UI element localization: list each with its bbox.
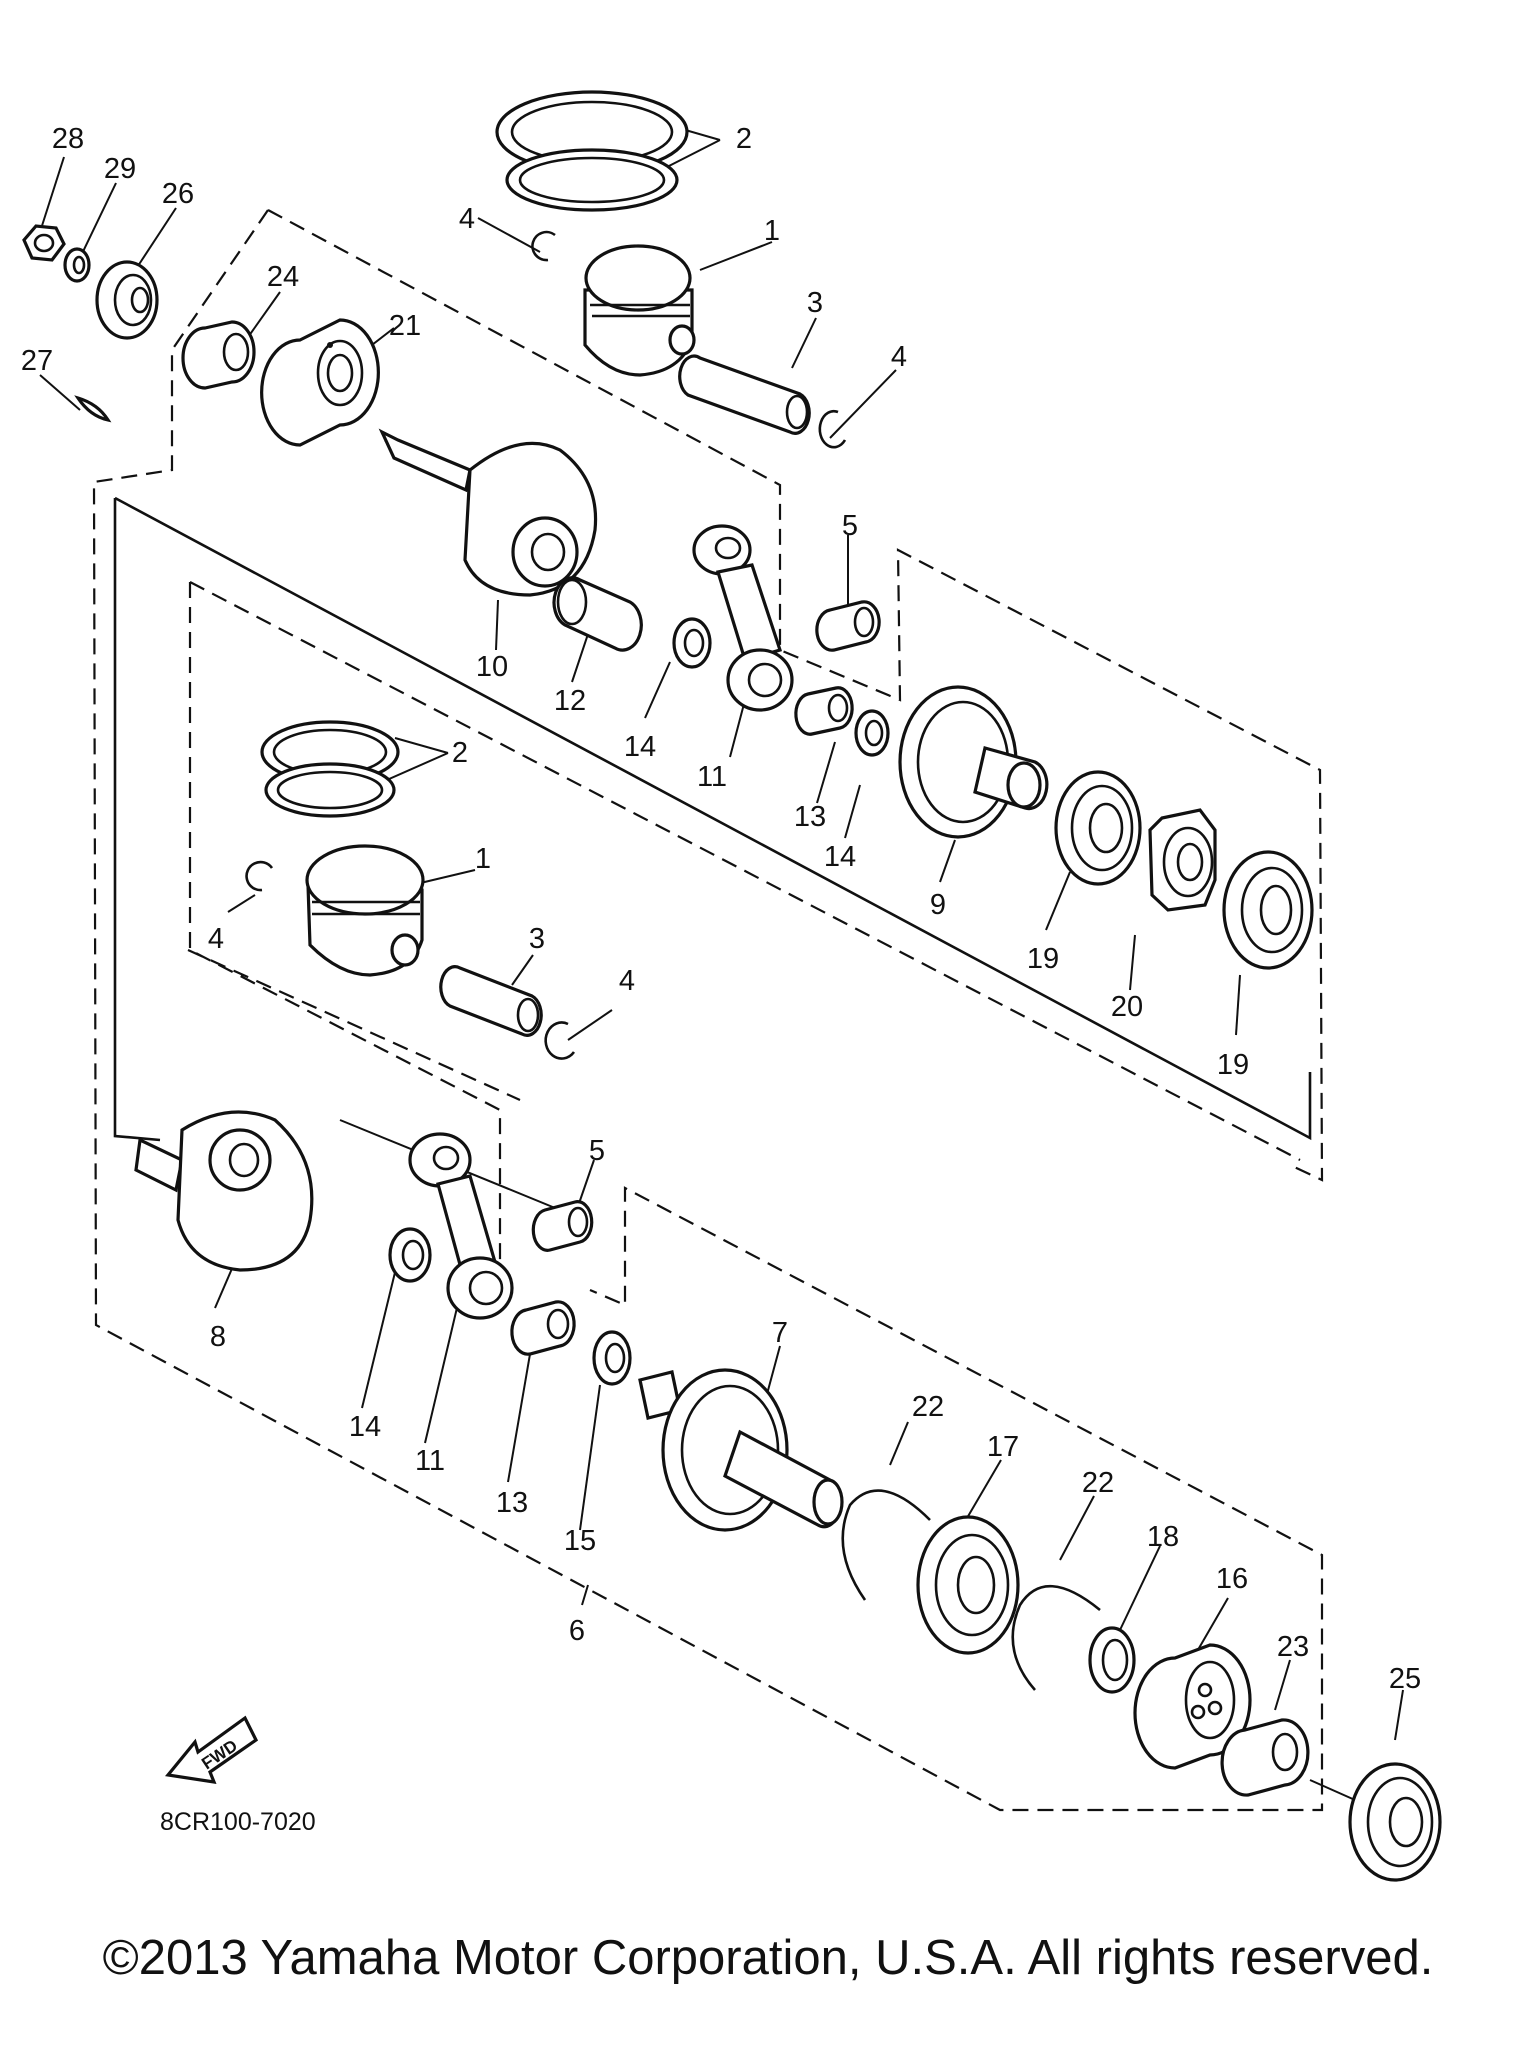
crank-left-8 — [134, 1110, 314, 1272]
drawing-code: 8CR100-7020 — [160, 1808, 316, 1836]
callout-labels: 28 29 26 24 21 27 2 4 1 3 4 5 10 12 14 1… — [21, 123, 1421, 1695]
callout-16: 16 — [1216, 1563, 1248, 1595]
callout-13-lower: 13 — [496, 1487, 528, 1519]
woodruff-key-27 — [74, 395, 112, 423]
crank-solid-boundary — [113, 496, 1312, 1142]
piston-ring-2-lower — [260, 720, 400, 818]
collar-24 — [181, 320, 256, 390]
circlip-4-lower-b — [544, 1021, 576, 1060]
circlip-4-lower-a — [245, 860, 274, 892]
circlip-22-b — [1011, 1584, 1101, 1691]
callout-13-upper: 13 — [794, 801, 826, 833]
callout-20: 20 — [1111, 991, 1143, 1023]
bearing-13-lower — [510, 1300, 576, 1356]
callout-23: 23 — [1277, 1631, 1309, 1663]
callout-24: 24 — [267, 261, 299, 293]
callout-10: 10 — [476, 651, 508, 683]
labyrinth-seal-20 — [1148, 808, 1217, 912]
callout-18: 18 — [1147, 1521, 1179, 1553]
callout-4-upper-a: 4 — [459, 203, 475, 235]
callout-17: 17 — [987, 1431, 1019, 1463]
bearing-5-lower — [531, 1200, 594, 1252]
piston-pin-3-upper — [678, 354, 811, 435]
callout-22-b: 22 — [1082, 1467, 1114, 1499]
callout-4-lower-b: 4 — [619, 965, 635, 997]
callout-14-upper-b: 14 — [824, 841, 856, 873]
oil-seal-26 — [95, 260, 159, 340]
callout-28: 28 — [52, 123, 84, 155]
callout-9: 9 — [930, 889, 946, 921]
callout-12: 12 — [554, 685, 586, 717]
piston-ring-2-upper — [495, 90, 689, 212]
bearing-21 — [260, 318, 380, 447]
piston-1-upper — [583, 244, 696, 377]
callout-14-lower: 14 — [349, 1411, 381, 1443]
callout-3-lower: 3 — [529, 923, 545, 955]
washer-14-lower — [388, 1227, 432, 1283]
callout-29: 29 — [104, 153, 136, 185]
callout-5-upper: 5 — [842, 510, 858, 542]
washer-14-upper-b — [854, 709, 890, 757]
con-rod-11-lower — [408, 1132, 514, 1320]
callout-3-upper: 3 — [807, 287, 823, 319]
callout-22-a: 22 — [912, 1391, 944, 1423]
upper-crank-dashed-boundary — [92, 209, 1324, 1812]
fwd-arrow-icon: FWD — [164, 1715, 259, 1785]
crank-pin-12 — [552, 576, 643, 652]
callout-4-upper-b: 4 — [891, 341, 907, 373]
callout-21: 21 — [389, 310, 421, 342]
callout-11-lower: 11 — [415, 1445, 445, 1477]
callout-5-lower: 5 — [589, 1135, 605, 1167]
washer-18 — [1088, 1626, 1136, 1694]
callout-11-upper: 11 — [697, 761, 727, 793]
crank-right-7 — [638, 1368, 844, 1532]
nut-28 — [22, 224, 66, 262]
callout-27: 27 — [21, 345, 53, 377]
collar-23 — [1220, 1718, 1310, 1797]
bearing-17 — [916, 1515, 1020, 1655]
callout-26: 26 — [162, 178, 194, 210]
washer-15 — [592, 1330, 632, 1386]
bearing-13-upper — [794, 686, 854, 736]
callout-7: 7 — [772, 1317, 788, 1349]
oil-seal-25 — [1309, 1762, 1442, 1882]
washer-14-upper — [672, 617, 712, 669]
callout-4-lower-a: 4 — [208, 923, 224, 955]
callout-15: 15 — [564, 1525, 596, 1557]
circlip-4-upper-a — [531, 230, 556, 262]
bearing-5-upper — [815, 600, 881, 652]
washer-29 — [63, 247, 91, 283]
piston-pin-3-lower — [439, 965, 543, 1037]
callout-1-lower: 1 — [475, 843, 491, 875]
crank-right-9 — [898, 685, 1049, 839]
callout-19-a: 19 — [1027, 943, 1059, 975]
callout-8: 8 — [210, 1321, 226, 1353]
bearing-16 — [1133, 1643, 1252, 1770]
bearing-19-a — [1054, 770, 1142, 886]
callout-25: 25 — [1389, 1663, 1421, 1695]
callout-6: 6 — [569, 1615, 585, 1647]
callout-1-upper: 1 — [764, 215, 780, 247]
bearing-19-b — [1222, 850, 1314, 970]
callout-2-upper: 2 — [736, 123, 752, 155]
crank-left-10 — [378, 428, 598, 597]
circlip-4-upper-b — [818, 409, 847, 449]
callout-14-upper-a: 14 — [624, 731, 656, 763]
lower-piston-dashed-boundary — [187, 581, 1301, 1295]
circlip-22-a — [841, 1489, 931, 1601]
leader-lines — [39, 126, 1404, 1741]
con-rod-11-upper — [692, 524, 794, 712]
piston-1-lower — [305, 844, 425, 977]
callout-2-lower: 2 — [452, 737, 468, 769]
copyright-notice: ©2013 Yamaha Motor Corporation, U.S.A. A… — [102, 1931, 1434, 1985]
callout-19-b: 19 — [1217, 1049, 1249, 1081]
